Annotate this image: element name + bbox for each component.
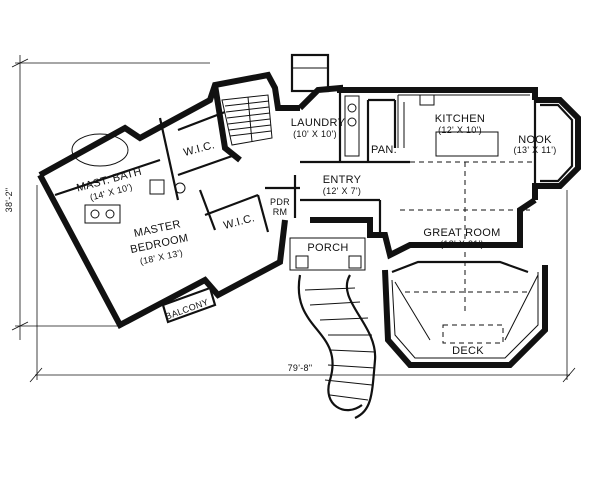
kitchen-size: (12' X 10')	[438, 125, 482, 135]
width-dimension: 79'-8"	[288, 363, 313, 373]
chimney	[290, 53, 330, 93]
entry-label: ENTRY	[323, 174, 362, 186]
kitchen-fixtures	[344, 94, 530, 157]
bath-fixtures	[71, 133, 186, 224]
great-room-bay	[382, 260, 548, 368]
great-room-size: (18' X 21')	[440, 239, 484, 249]
porch-label: PORCH	[307, 242, 348, 254]
pdr-rm-label-line1: PDR	[270, 197, 290, 207]
wic-lower-label: W.I.C.	[222, 212, 256, 232]
laundry-size: (10' X 10')	[293, 129, 337, 139]
nook-size: (13' X 11')	[513, 145, 556, 155]
pantry-label: PAN.	[371, 144, 397, 156]
deck-label: DECK	[452, 345, 484, 357]
kitchen-label: KITCHEN	[435, 113, 485, 125]
upper-stairs	[221, 94, 273, 146]
curved-stair	[297, 274, 377, 419]
dashed-lines	[400, 161, 535, 315]
laundry-label: LAUNDRY	[291, 117, 346, 129]
porch	[289, 237, 366, 271]
depth-dimension: 38'-2"	[4, 188, 14, 213]
entry-size: (12' X 7')	[323, 186, 361, 196]
great-room-label: GREAT ROOM	[423, 227, 500, 239]
dimension-lines	[11, 55, 576, 383]
balcony	[161, 286, 217, 324]
interior-walls	[54, 88, 537, 235]
wic-upper-label: W.I.C.	[182, 139, 216, 159]
pdr-rm-label-line2: RM	[273, 207, 288, 217]
nook-bay	[540, 103, 574, 183]
nook-label: NOOK	[518, 134, 552, 146]
